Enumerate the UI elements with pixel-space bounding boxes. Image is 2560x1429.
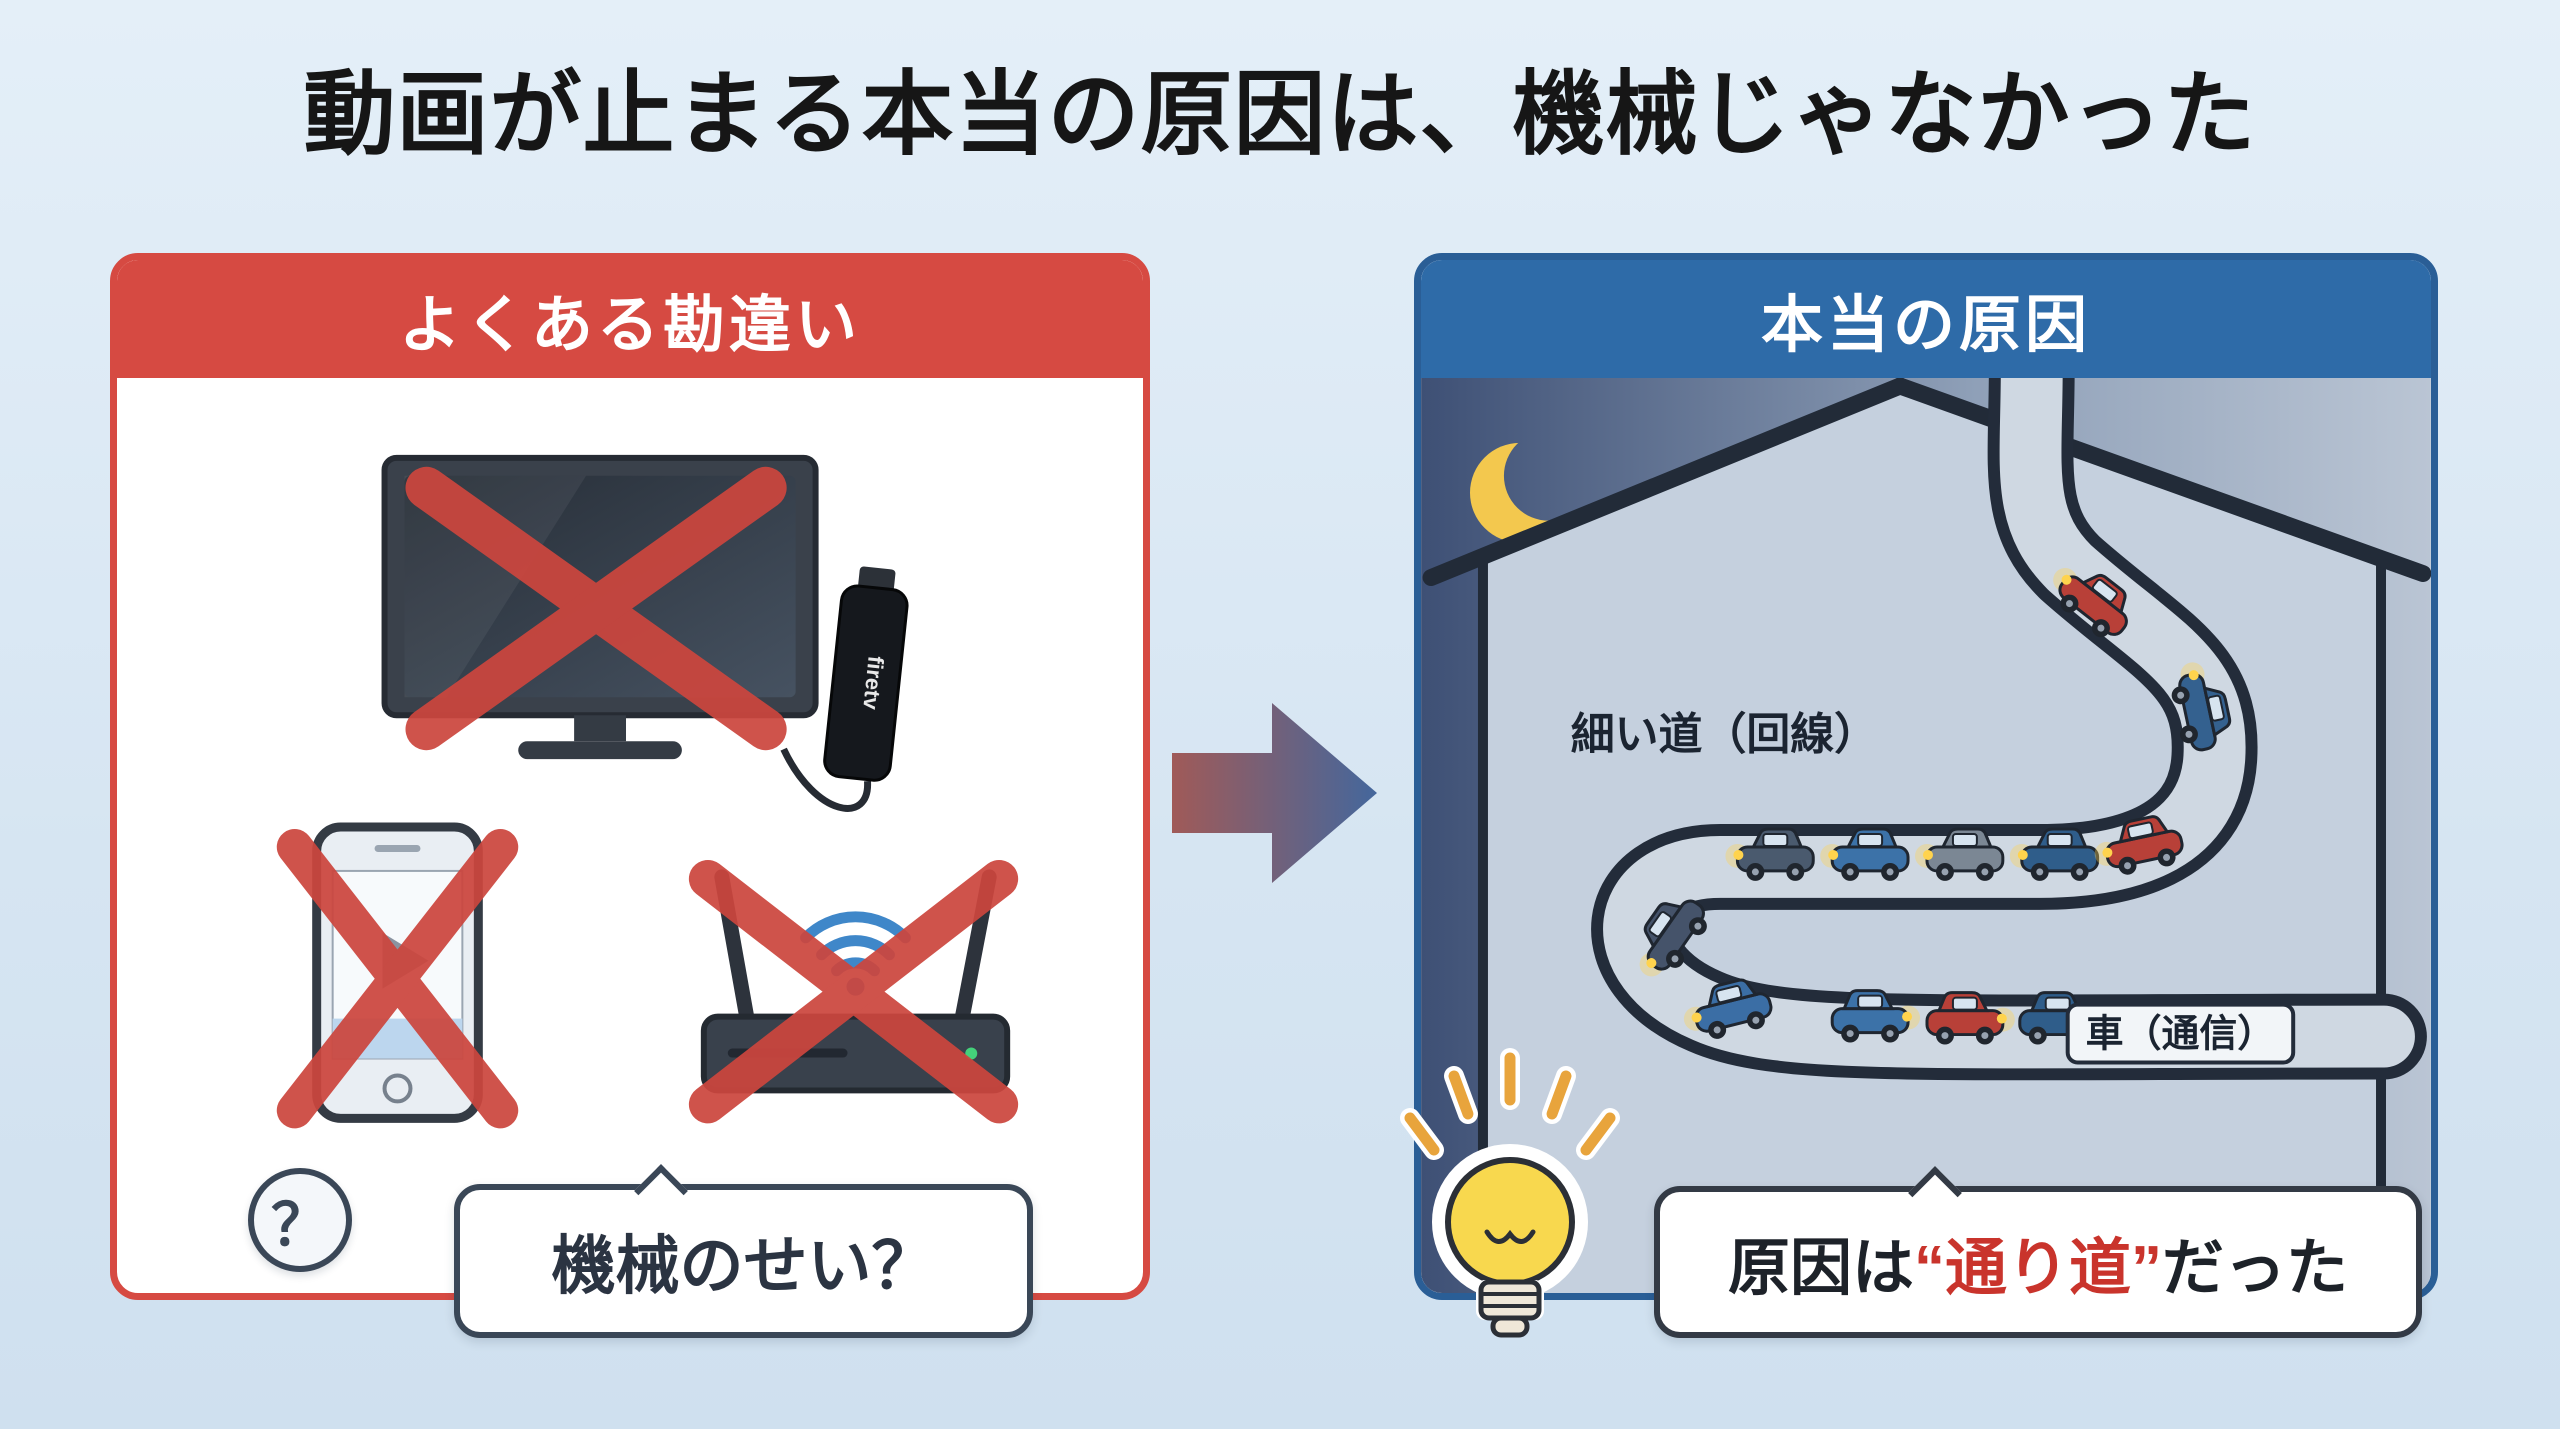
x-mark-router-icon xyxy=(688,859,1019,1124)
real-cause-bubble-text: 原因は“通り道”だった xyxy=(1728,1217,2348,1307)
bubble-suffix: だった xyxy=(2162,1234,2349,1303)
bubble-prefix: 原因は xyxy=(1727,1234,1914,1303)
misconception-body: firetv xyxy=(117,378,1143,1293)
bulb-rays xyxy=(1404,1052,1616,1156)
x-mark-phone-icon xyxy=(276,829,519,1129)
firetv-stick-icon: firetv xyxy=(823,566,909,782)
moon-icon xyxy=(1469,442,1570,543)
real-cause-header: 本当の原因 xyxy=(1421,260,2431,378)
page-title: 動画が止まる本当の原因は、機械じゃなかった xyxy=(303,64,2257,166)
real-cause-bubble: 原因は“通り道”だった xyxy=(1654,1166,2422,1338)
house-roof xyxy=(1422,378,2431,587)
question-circle: ？ xyxy=(248,1168,352,1272)
arrow-right-icon xyxy=(1172,703,1377,883)
misconception-bubble: 機械のせい？ xyxy=(454,1164,1033,1338)
misconception-header: よくある勘違い xyxy=(117,260,1143,378)
x-mark-tv-icon xyxy=(405,466,787,751)
lightbulb-wrap xyxy=(1392,1000,1628,1380)
real-cause-panel: 本当の原因 xyxy=(1414,253,2438,1300)
question-mark: ？ xyxy=(270,1193,329,1258)
line-label: 細い道（回線） xyxy=(1571,710,1878,759)
misconception-bubble-text: 機械のせい？ xyxy=(551,1230,936,1302)
misconception-panel: よくある勘違い firetv xyxy=(110,253,1150,1300)
transition-arrow xyxy=(1172,668,1382,918)
car-label: 車（通信） xyxy=(2086,1014,2276,1056)
car-label-box: 車（通信） xyxy=(2065,1002,2296,1065)
firetv-label: firetv xyxy=(858,655,889,712)
lightbulb-icon xyxy=(1400,1048,1620,1338)
misconception-illustration: firetv xyxy=(276,454,1019,1129)
hdmi-cable xyxy=(780,747,871,812)
bubble-highlight: “通り道” xyxy=(1913,1234,2162,1303)
